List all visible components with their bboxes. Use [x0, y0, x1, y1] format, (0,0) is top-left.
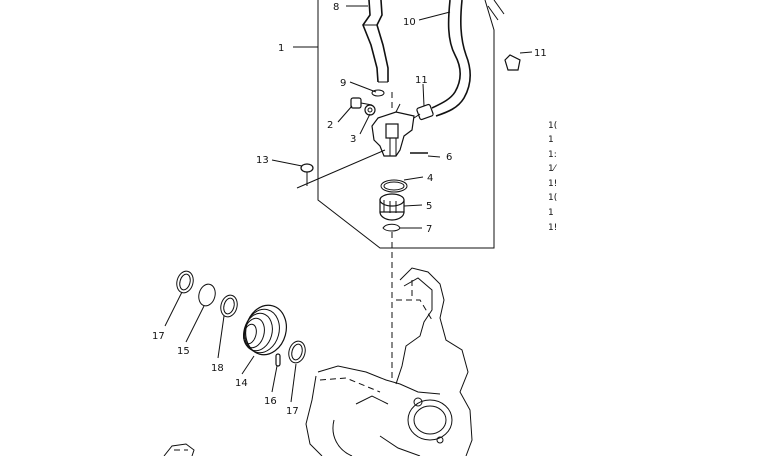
- hose-10: [431, 0, 472, 117]
- callout-5: 5: [426, 201, 432, 212]
- callout-18: 18: [211, 363, 224, 374]
- fitting-11-cap: [487, 0, 521, 71]
- callout-1: 1: [278, 43, 284, 54]
- side-list-item: 1(: [548, 121, 557, 131]
- seal-17-left: [176, 270, 194, 294]
- clip-7: [382, 223, 401, 232]
- pulley-14: [243, 304, 287, 356]
- side-list-item: 1:: [548, 150, 557, 160]
- callout-3: 3: [350, 134, 356, 145]
- callout-10: 10: [403, 17, 416, 28]
- bolt-13: [296, 149, 386, 189]
- oring-15: [198, 283, 216, 307]
- side-list-item: 1: [548, 135, 554, 145]
- callout-11-cap: 11: [534, 48, 547, 59]
- callout-2: 2: [327, 120, 333, 131]
- callout-11-hose: 11: [415, 75, 428, 86]
- side-list-item: 1(: [548, 193, 557, 203]
- callout-6: 6: [446, 152, 452, 163]
- callout-9: 9: [340, 78, 346, 89]
- callout-16: 16: [264, 396, 277, 407]
- washer-3: [364, 104, 376, 116]
- side-list-item: 1!: [548, 179, 557, 189]
- callout-8: 8: [333, 2, 339, 13]
- hose-8: [362, 0, 389, 83]
- seal-17-right: [288, 340, 306, 364]
- callout-labels: 8 10 1 11 9 11 2 3 13 6 4 5 7 17 15 18 1…: [152, 2, 547, 417]
- callout-17-left: 17: [152, 331, 165, 342]
- side-list-item: 1: [548, 208, 554, 218]
- callout-15: 15: [177, 346, 190, 357]
- callout-7: 7: [426, 224, 432, 235]
- pump-housing: [371, 103, 421, 157]
- bracket-lower-left: [163, 443, 195, 456]
- side-parts-list: 1( 1 1: 1⁄ 1! 1( 1 1!: [548, 121, 558, 233]
- side-list-item: 1!: [548, 223, 557, 233]
- clip-9: [371, 89, 385, 97]
- callout-14: 14: [235, 378, 248, 389]
- side-list-item: 1⁄: [548, 164, 558, 174]
- assembly-bracket: [293, 0, 495, 249]
- pin-16: [275, 353, 281, 367]
- crankcase: [305, 267, 473, 456]
- o-ring-4: [380, 179, 408, 193]
- callout-17-right: 17: [286, 406, 299, 417]
- fitting-11-hose: [416, 103, 434, 121]
- leader-lines: [164, 5, 533, 403]
- callout-4: 4: [427, 173, 433, 184]
- impeller-5: [379, 193, 405, 221]
- seal-18: [220, 294, 238, 318]
- callout-13: 13: [256, 155, 269, 166]
